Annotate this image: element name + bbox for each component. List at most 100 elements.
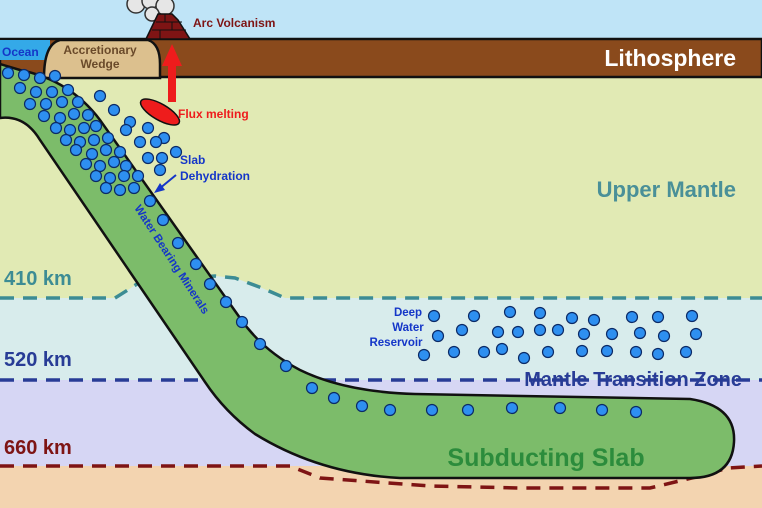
accretionary-wedge — [42, 38, 162, 80]
water-droplet — [119, 159, 133, 173]
water-droplet — [39, 97, 53, 111]
water-droplet — [629, 345, 643, 359]
water-droplet — [127, 181, 141, 195]
water-droplet — [59, 133, 73, 147]
accretionary-wedge-label-line2: Wedge — [80, 57, 119, 71]
water-droplet — [651, 347, 665, 361]
water-droplet — [425, 403, 439, 417]
water-droplet — [575, 344, 589, 358]
lithosphere-label: Lithosphere — [604, 45, 736, 71]
water-droplet — [533, 306, 547, 320]
water-droplet — [625, 310, 639, 324]
deep-water-label-line3: Reservoir — [369, 337, 423, 349]
water-dots-group — [1, 66, 703, 419]
slab-dehydration-label-line1: Slab — [180, 153, 205, 167]
water-droplet — [156, 213, 170, 227]
deep-water-label-line1: Deep — [394, 307, 422, 319]
water-droplet — [99, 181, 113, 195]
water-droplet — [13, 81, 27, 95]
water-droplet — [679, 345, 693, 359]
water-droplet — [577, 327, 591, 341]
water-droplet — [587, 313, 601, 327]
water-droplet — [48, 69, 62, 83]
water-droplet — [169, 145, 183, 159]
water-droplet — [511, 325, 525, 339]
water-droplet — [541, 345, 555, 359]
water-droplet — [553, 401, 567, 415]
ocean-label: Ocean — [2, 45, 39, 59]
water-droplet — [81, 108, 95, 122]
depth-520-label: 520 km — [4, 349, 72, 371]
water-droplet — [113, 145, 127, 159]
water-droplet — [171, 236, 185, 250]
water-droplet — [495, 342, 509, 356]
water-droplet — [67, 107, 81, 121]
water-droplet — [101, 131, 115, 145]
water-droplet — [119, 123, 133, 137]
water-droplet — [143, 194, 157, 208]
water-droplet — [355, 399, 369, 413]
water-droplet — [55, 95, 69, 109]
water-droplet — [23, 97, 37, 111]
water-droplet — [327, 391, 341, 405]
water-droplet — [107, 155, 121, 169]
boundary-410km — [0, 274, 762, 300]
deep-water-label-line2: Water — [392, 322, 424, 334]
water-droplet — [417, 348, 431, 362]
water-droplet — [600, 344, 614, 358]
water-droplet — [685, 309, 699, 323]
water-droplet — [99, 143, 113, 157]
water-droplet — [63, 123, 77, 137]
water-droplet — [29, 85, 43, 99]
water-droplet — [651, 310, 665, 324]
water-droplet — [657, 329, 671, 343]
water-droplet — [37, 109, 51, 123]
water-droplet — [431, 329, 445, 343]
water-droplet — [85, 147, 99, 161]
water-droplet — [71, 95, 85, 109]
water-droplet — [89, 169, 103, 183]
volcano-icon — [126, 0, 192, 40]
water-droplet — [49, 121, 63, 135]
water-droplet — [131, 169, 145, 183]
water-droplet — [155, 151, 169, 165]
water-droplet — [149, 135, 163, 149]
ocean-water — [0, 40, 50, 60]
magma-ascent-arrow-icon — [162, 44, 182, 102]
water-droplet — [93, 159, 107, 173]
depth-410-label: 410 km — [4, 268, 72, 290]
water-droplet — [87, 133, 101, 147]
arc-volcanism-label: Arc Volcanism — [193, 16, 275, 30]
water-droplet — [477, 345, 491, 359]
water-droplet — [61, 83, 75, 97]
water-droplet — [141, 151, 155, 165]
slab-dehydration-label-line2: Dehydration — [180, 169, 250, 183]
water-droplet — [533, 323, 547, 337]
water-droplet — [113, 183, 127, 197]
subducting-slab-label: Subducting Slab — [447, 444, 644, 472]
water-droplet — [467, 309, 481, 323]
accretionary-wedge-label-line1: Accretionary — [63, 43, 137, 57]
water-droplet — [103, 171, 117, 185]
water-droplet — [505, 401, 519, 415]
water-droplet — [565, 311, 579, 325]
water-droplet — [53, 111, 67, 125]
water-droplet — [447, 345, 461, 359]
water-droplet — [203, 277, 217, 291]
flux-melting-label: Flux melting — [178, 107, 249, 121]
water-droplet — [45, 85, 59, 99]
water-droplet — [1, 66, 15, 80]
dehydration-arrow-icon — [154, 174, 177, 193]
water-droplet — [77, 121, 91, 135]
water-droplet — [79, 157, 93, 171]
water-droplet — [427, 309, 441, 323]
water-droplet — [189, 257, 203, 271]
depth-660-label: 660 km — [4, 437, 72, 459]
water-droplet — [491, 325, 505, 339]
water-droplet — [69, 143, 83, 157]
water-droplet — [517, 351, 531, 365]
water-droplet — [689, 327, 703, 341]
water-droplet — [17, 68, 31, 82]
mantle-transition-zone-label: Mantle Transition Zone — [524, 369, 742, 391]
